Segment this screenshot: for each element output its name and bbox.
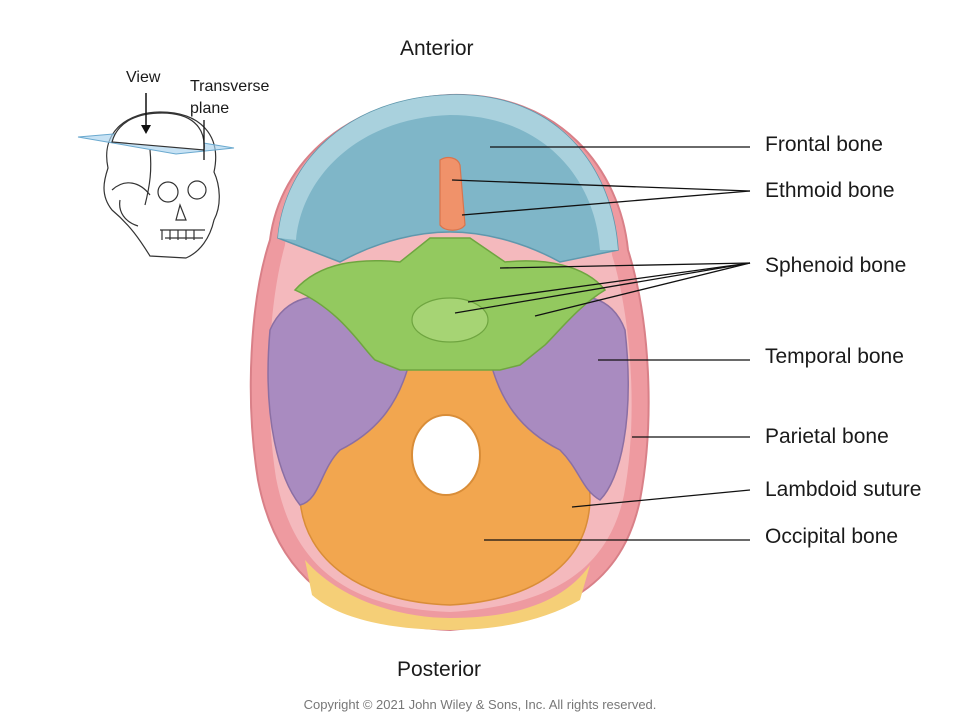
ethmoid-bone-region xyxy=(439,156,466,231)
sella-turcica xyxy=(411,297,489,343)
occipital-rim-region xyxy=(305,560,590,630)
ethmoid-bone-label: Ethmoid bone xyxy=(765,179,895,202)
occipital-bone-label: Occipital bone xyxy=(765,525,899,548)
transverse-plane-label-line1: Transverse xyxy=(190,78,270,95)
transverse-plane-label-line2: plane xyxy=(190,100,230,117)
anterior-label: Anterior xyxy=(400,37,474,60)
leader-lines xyxy=(451,146,751,541)
sphenoid-bone-label: Sphenoid bone xyxy=(765,254,907,277)
frontal-bone-label: Frontal bone xyxy=(765,133,883,156)
parietal-bone-label: Parietal bone xyxy=(765,425,889,448)
inset-skull-cap xyxy=(111,112,205,151)
posterior-label: Posterior xyxy=(397,658,482,681)
foramen-magnum xyxy=(411,414,481,496)
view-label: View xyxy=(126,69,161,86)
copyright-notice: Copyright © 2021 John Wiley & Sons, Inc.… xyxy=(303,697,657,712)
view-arrow-head xyxy=(141,125,151,134)
lambdoid-suture-label: Lambdoid suture xyxy=(765,478,922,501)
frontal-outer-band xyxy=(278,94,618,251)
temporal-bone-label: Temporal bone xyxy=(765,345,904,368)
